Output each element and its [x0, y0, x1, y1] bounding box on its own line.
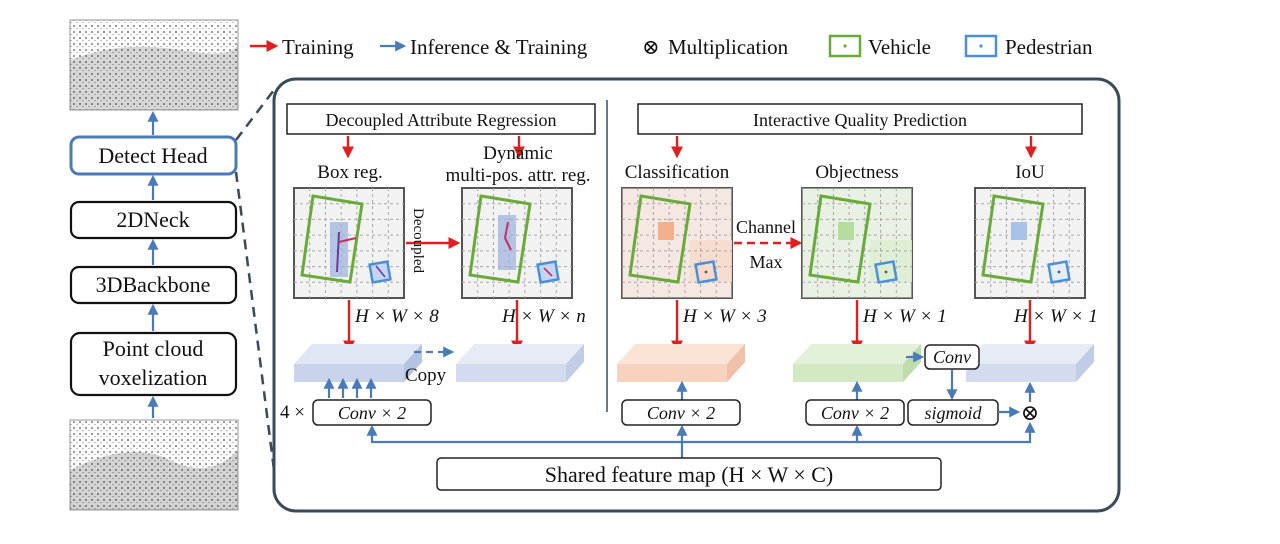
lidar-output-image	[69, 19, 239, 111]
shared-feature-label: Shared feature map (H × W × C)	[545, 462, 834, 487]
small-conv-box	[924, 344, 980, 370]
lidar-input-image	[69, 419, 239, 511]
iou-grid	[974, 187, 1086, 299]
detect-head-box	[69, 135, 238, 176]
box-reg-dims: H × W × 8	[354, 306, 439, 327]
legend-inference-training: Inference & Training	[410, 35, 588, 59]
dynamic-label-1: Dynamic	[483, 143, 553, 164]
vehicle-box-icon	[300, 194, 364, 284]
backbone-label: 3DBackbone	[96, 272, 211, 297]
legend-pedestrian: Pedestrian	[1005, 35, 1093, 59]
box-reg-label: Box reg.	[317, 162, 382, 183]
objectness-grid	[801, 187, 913, 299]
dar-title: Decoupled Attribute Regression	[326, 110, 557, 130]
vehicle-box-icon	[981, 194, 1045, 284]
cls-conv-label: Conv × 2	[647, 403, 715, 423]
vehicle-box-icon	[808, 194, 872, 284]
iqp-title-box	[637, 103, 1083, 135]
copy-label: Copy	[405, 365, 447, 386]
voxelization-label-2: voxelization	[99, 365, 208, 390]
box-reg-grid	[293, 187, 405, 299]
max-label: Max	[750, 252, 783, 272]
obj-conv-label: Conv × 2	[821, 403, 889, 423]
iou-label: IoU	[1015, 162, 1045, 183]
objectness-label: Objectness	[815, 162, 898, 183]
classification-dims: H × W × 3	[682, 306, 767, 327]
legend-multiplication: Multiplication	[668, 35, 789, 59]
iou-dims: H × W × 1	[1013, 306, 1098, 327]
dynamic-dims: H × W × n	[501, 306, 586, 327]
legend-vehicle: Vehicle	[868, 35, 931, 59]
conv-multiplier: 4 ×	[280, 402, 305, 423]
classification-label: Classification	[625, 162, 730, 183]
dar-section: Decoupled Attribute Regression Box reg. …	[280, 103, 596, 426]
iqp-title: Interactive Quality Prediction	[753, 110, 967, 130]
voxelization-box	[69, 331, 238, 397]
shared-feature-section: Shared feature map (H × W × C)	[366, 421, 1036, 491]
neck-box	[69, 200, 238, 240]
decoupled-label: Decoupled	[410, 208, 426, 273]
iqp-section: Interactive Quality Prediction Classific…	[617, 103, 1098, 426]
legend: Training Inference & Training ⊗ Multipli…	[250, 34, 1093, 59]
neck-label: 2DNeck	[116, 207, 189, 232]
vehicle-box-icon	[468, 194, 532, 284]
channel-label: Channel	[736, 217, 796, 237]
small-conv-label: Conv	[933, 347, 971, 367]
legend-training: Training	[282, 35, 354, 59]
multiplication-icon: ⊗	[642, 35, 660, 59]
shared-feature-box	[436, 457, 942, 491]
classification-grid	[621, 187, 733, 299]
dar-conv-label: Conv × 2	[338, 403, 406, 423]
backbone-box	[69, 265, 238, 305]
dynamic-label-2: multi-pos. attr. reg.	[445, 165, 590, 186]
detect-head-label: Detect Head	[98, 143, 207, 168]
sigmoid-label: sigmoid	[924, 403, 982, 423]
dar-title-box	[286, 103, 596, 135]
objectness-dims: H × W × 1	[862, 306, 947, 327]
dynamic-grid	[461, 187, 573, 299]
pipeline-column: Point cloud voxelization 3DBackbone 2DNe…	[69, 19, 276, 511]
voxelization-label-1: Point cloud	[103, 336, 204, 361]
multiplication-node-icon: ⊗	[1021, 400, 1039, 425]
vehicle-box-icon	[628, 194, 692, 284]
